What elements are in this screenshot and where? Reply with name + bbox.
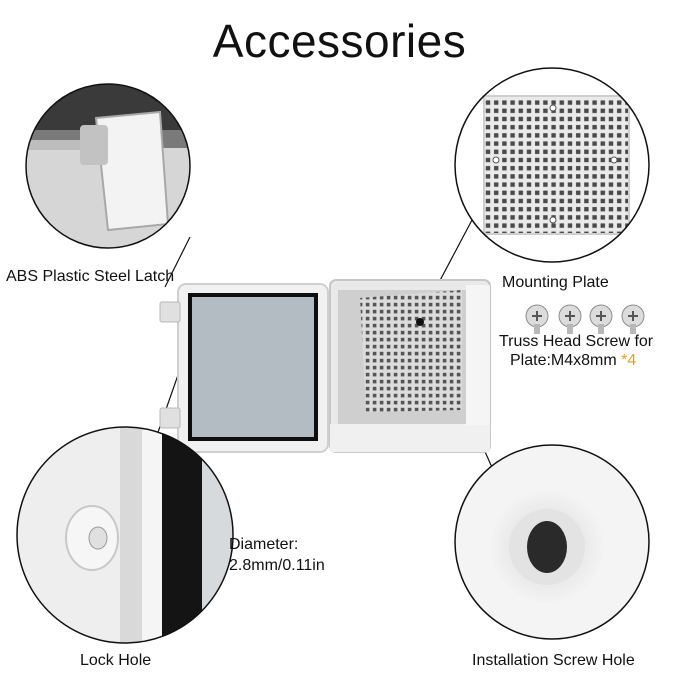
diameter-label-line1: Diameter: [229, 536, 299, 553]
enclosure-box-icon [159, 279, 491, 453]
page-title: Accessories [212, 15, 467, 67]
screw-size-text: Plate:M4x8mm [510, 352, 622, 369]
latch-closeup-icon [25, 83, 191, 249]
lock-hole-closeup-icon [16, 426, 234, 644]
truss-screw-icon [525, 304, 645, 334]
lock-hole-label: Lock Hole [80, 652, 152, 669]
screw-label-line2: Plate:M4x8mm *4 [510, 352, 636, 370]
install-hole-closeup-icon [454, 444, 650, 640]
mounting-plate-label: Mounting Plate [502, 274, 609, 291]
mounting-plate-icon [454, 67, 650, 263]
install-hole-label: Installation Screw Hole [472, 652, 635, 669]
screw-quantity: *4 [621, 352, 637, 369]
latch-label: ABS Plastic Steel Latch [6, 268, 175, 285]
diameter-label-line2: 2.8mm/0.11in [229, 557, 325, 574]
screw-label-line1: Truss Head Screw for [499, 333, 654, 350]
